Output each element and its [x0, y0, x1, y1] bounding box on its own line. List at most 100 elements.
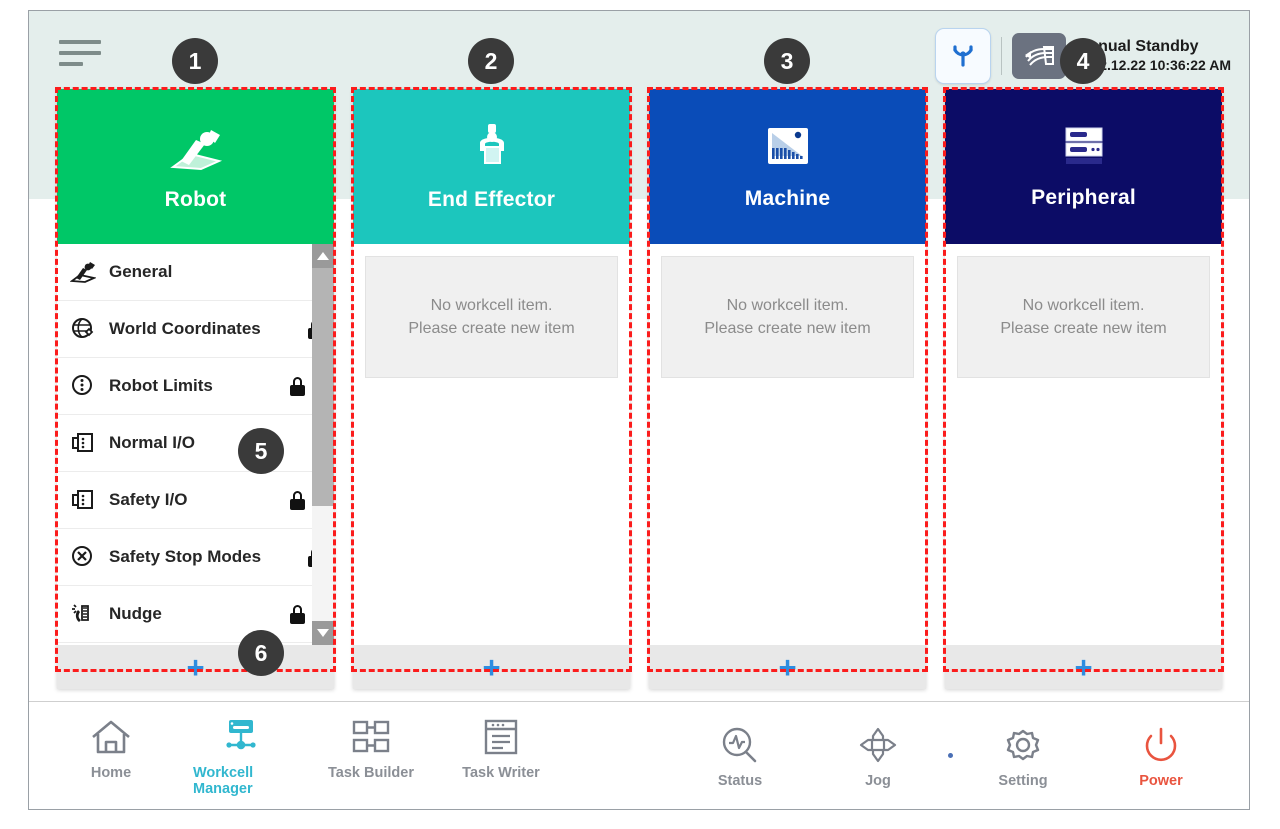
add-robot-item-button[interactable]: + — [186, 649, 205, 685]
status-title: Manual Standby — [1075, 38, 1199, 56]
nav-item-jog[interactable]: Jog — [830, 722, 926, 789]
lock-icon — [289, 490, 306, 510]
nav-item-home[interactable]: Home — [63, 714, 159, 797]
empty-line-1: No workcell item. — [1022, 296, 1145, 314]
gear-icon — [1002, 722, 1044, 764]
nav-label: Status — [717, 773, 763, 789]
machine-icon — [763, 122, 813, 175]
nav-label: Home — [90, 765, 132, 781]
list-item[interactable]: Safety Stop Modes — [57, 529, 334, 586]
task-builder-icon — [349, 714, 393, 756]
status-magnifier-icon — [719, 722, 761, 764]
list-item-label: Safety Stop Modes — [109, 547, 262, 566]
nav-label: Setting — [998, 773, 1048, 789]
nav-label: Jog — [865, 773, 891, 789]
io-port-icon — [69, 431, 97, 455]
robot-column-header[interactable]: Robot — [57, 89, 334, 244]
stop-x-icon — [69, 545, 97, 569]
nav-item-power[interactable]: Power — [1113, 722, 1209, 789]
hamburger-line — [59, 40, 101, 44]
robot-arm-icon — [167, 121, 225, 176]
robot-column: Robot General — [57, 89, 334, 689]
empty-line-2: Please create new item — [704, 319, 871, 337]
add-item-footer[interactable]: + — [353, 645, 630, 689]
header-right-cluster: Manual Standby 2022.12.22 10:36:22 AM — [934, 27, 1231, 85]
nav-label: Workcell Manager — [193, 765, 254, 797]
status-area: Manual Standby 2022.12.22 10:36:22 AM — [1076, 37, 1231, 75]
nav-left-group: Home Workcell Manager — [29, 714, 549, 797]
end-effector-column: End Effector No workcell item. Please cr… — [353, 89, 630, 689]
machine-column-title: Machine — [744, 187, 831, 210]
machine-column-header[interactable]: Machine — [649, 89, 926, 244]
robot-home-pose-icon[interactable] — [934, 28, 991, 84]
hamburger-line — [59, 62, 83, 66]
end-effector-body: No workcell item. Please create new item — [353, 244, 630, 645]
nav-label: Power — [1139, 773, 1183, 789]
workcell-columns: Robot General — [57, 89, 1227, 689]
robot-column-title: Robot — [164, 188, 227, 211]
header-divider — [1000, 37, 1002, 75]
teach-pendant-screen: Manual Standby 2022.12.22 10:36:22 AM Ro… — [28, 10, 1250, 810]
peripheral-rack-icon — [1057, 123, 1111, 174]
add-peripheral-item-button[interactable]: + — [1074, 649, 1093, 685]
empty-line-2: Please create new item — [1000, 319, 1167, 337]
machine-column: Machine No workcell item. Please create … — [649, 89, 926, 689]
end-effector-column-header[interactable]: End Effector — [353, 89, 630, 244]
hamburger-line — [59, 51, 101, 55]
nav-item-setting[interactable]: Setting — [975, 722, 1071, 789]
list-item[interactable]: Safety I/O — [57, 472, 334, 529]
list-item[interactable]: Nudge — [57, 586, 334, 643]
nav-item-workcell-manager[interactable]: Workcell Manager — [193, 714, 289, 797]
empty-line-2: Please create new item — [408, 319, 575, 337]
add-end-effector-item-button[interactable]: + — [482, 649, 501, 685]
empty-state: No workcell item. Please create new item — [365, 256, 618, 378]
power-icon — [1140, 722, 1182, 764]
peripheral-body: No workcell item. Please create new item — [945, 244, 1222, 645]
list-item[interactable]: Normal I/O — [57, 415, 334, 472]
nav-item-task-builder[interactable]: Task Builder — [323, 714, 419, 797]
empty-line-1: No workcell item. — [430, 296, 553, 314]
list-item[interactable]: General — [57, 244, 334, 301]
nav-item-task-writer[interactable]: Task Writer — [453, 714, 549, 797]
task-writer-icon — [481, 714, 521, 756]
robot-settings-list[interactable]: General World Coordinates — [57, 244, 334, 645]
add-item-footer[interactable]: + — [649, 645, 926, 689]
separator-dot — [948, 753, 953, 758]
scrollbar-thumb[interactable] — [312, 268, 334, 506]
empty-state: No workcell item. Please create new item — [661, 256, 914, 378]
peripheral-column-title: Peripheral — [1031, 186, 1136, 209]
lock-icon — [289, 604, 306, 624]
scroll-down-button[interactable] — [312, 621, 334, 645]
list-item[interactable]: World Coordinates — [57, 301, 334, 358]
io-port-icon — [69, 488, 97, 512]
manual-hand-icon[interactable] — [1011, 33, 1066, 79]
nav-item-status[interactable]: Status — [692, 722, 788, 789]
list-item-label: World Coordinates — [109, 319, 261, 338]
robot-arm-icon — [69, 260, 97, 284]
hamburger-menu-icon[interactable] — [59, 35, 107, 71]
settings-list: General World Coordinates — [57, 244, 334, 645]
gripper-icon — [466, 121, 518, 176]
peripheral-column-header[interactable]: Peripheral — [945, 89, 1222, 244]
status-timestamp: 2022.12.22 10:36:22 AM — [1075, 57, 1231, 74]
bottom-navigation: Home Workcell Manager — [29, 701, 1249, 809]
empty-state: No workcell item. Please create new item — [957, 256, 1210, 378]
jog-arrows-icon — [857, 722, 899, 764]
add-item-footer[interactable]: + — [945, 645, 1222, 689]
list-item-label: Safety I/O — [109, 490, 188, 509]
empty-line-1: No workcell item. — [726, 296, 849, 314]
list-scrollbar[interactable] — [312, 244, 334, 645]
limits-circle-icon — [69, 374, 97, 398]
list-item-label: Robot Limits — [109, 376, 213, 395]
scroll-up-button[interactable] — [312, 244, 334, 268]
add-item-footer[interactable]: + — [57, 645, 334, 689]
list-item-label: Normal I/O — [109, 433, 195, 452]
home-icon — [90, 714, 132, 756]
end-effector-column-title: End Effector — [427, 188, 556, 211]
nav-label: Task Builder — [328, 765, 414, 781]
nav-right-group: Status Jog — [692, 722, 1249, 789]
lock-icon — [289, 376, 306, 396]
list-item[interactable]: Robot Limits — [57, 358, 334, 415]
add-machine-item-button[interactable]: + — [778, 649, 797, 685]
globe-coordinates-icon — [69, 317, 97, 341]
